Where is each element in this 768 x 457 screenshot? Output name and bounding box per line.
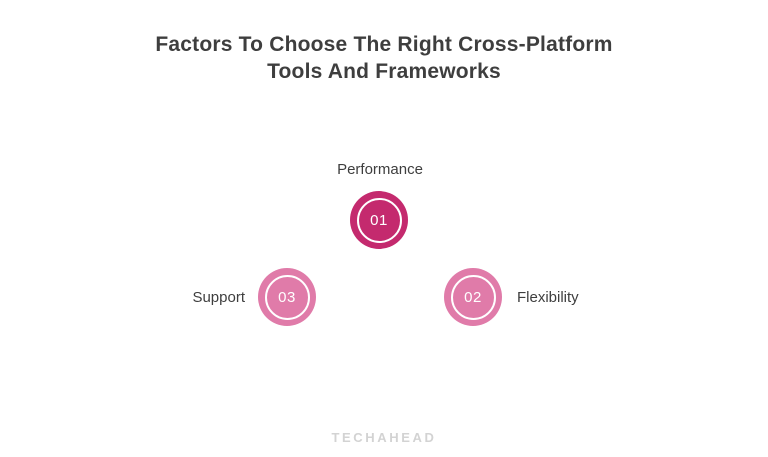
factor-circle-support: 03: [258, 268, 316, 326]
factor-label-flexibility: Flexibility: [517, 289, 579, 306]
factor-circle-support-inner: 03: [264, 274, 310, 320]
techahead-logo: TECHAHEAD: [331, 430, 437, 445]
factor-circle-performance: 01: [350, 191, 408, 249]
factor-label-support: Support: [192, 289, 245, 306]
factor-number-performance: 01: [370, 211, 388, 229]
factor-circle-performance-inner: 01: [356, 197, 402, 243]
factor-label-performance: Performance: [337, 161, 423, 178]
page-title-line-2: Tools And Frameworks: [267, 60, 501, 83]
factor-number-flexibility: 02: [464, 288, 482, 306]
factor-circle-flexibility: 02: [444, 268, 502, 326]
page-title: Factors To Choose The Right Cross-Platfo…: [0, 31, 768, 85]
factor-number-support: 03: [278, 288, 296, 306]
factor-circle-flexibility-inner: 02: [450, 274, 496, 320]
page-title-line-1: Factors To Choose The Right Cross-Platfo…: [155, 33, 613, 56]
